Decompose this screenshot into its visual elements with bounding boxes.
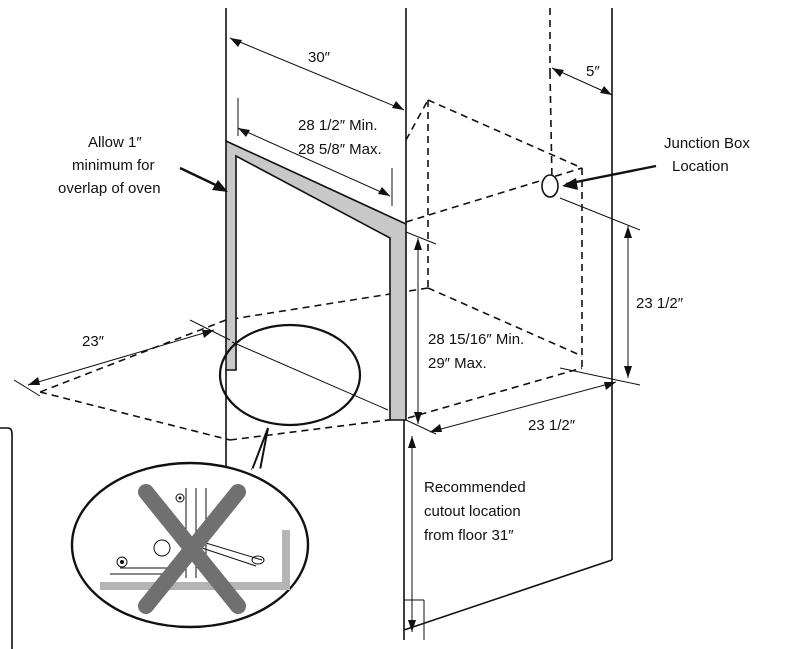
- magnifier-circle: [218, 323, 389, 427]
- dimension-floor-height: Recommended cutout location from floor 3…: [408, 436, 526, 632]
- height-23-5-label: 23 1/2″: [636, 295, 684, 312]
- depth-23-label: 23″: [82, 333, 105, 350]
- dimension-23-5-bottom: 23 1/2″: [429, 381, 617, 434]
- depth-5-label: 5″: [586, 63, 600, 80]
- floor-label-line3: from floor 31″: [424, 527, 514, 544]
- floor-label-line1: Recommended: [424, 479, 526, 496]
- dimension-5: 5″: [551, 63, 613, 96]
- dimension-23-depth: 23″: [13, 319, 231, 397]
- oven-box-dashed: [39, 8, 583, 441]
- overlap-label-line3: overlap of oven: [58, 180, 161, 197]
- floor-label-line2: cutout location: [424, 503, 521, 520]
- cutout-width-max-label: 28 5/8″ Max.: [298, 141, 382, 158]
- dimension-23-5-vertical: 23 1/2″: [559, 197, 684, 386]
- overlap-label-line1: Allow 1″: [88, 134, 142, 151]
- oven-trim-frame: [225, 139, 407, 421]
- cabinet-outline: [225, 8, 613, 640]
- overlap-label-line2: minimum for: [72, 157, 155, 174]
- junction-box: Junction Box Location: [541, 135, 750, 198]
- junction-box-label-line2: Location: [672, 158, 729, 175]
- width-30-label: 30″: [308, 49, 331, 66]
- cutout-width-min-label: 28 1/2″ Min.: [298, 117, 378, 134]
- cutout-height-max-label: 29″ Max.: [428, 355, 487, 372]
- junction-box-label-line1: Junction Box: [664, 135, 750, 152]
- incorrect-detail-callout: [70, 427, 310, 629]
- dimension-cutout-height: 28 15/16″ Min. 29″ Max.: [405, 231, 524, 435]
- overlap-callout: Allow 1″ minimum for overlap of oven: [58, 134, 228, 197]
- depth-23-5-bottom-label: 23 1/2″: [528, 417, 576, 434]
- junction-box-icon: [541, 174, 559, 198]
- cutout-height-min-label: 28 15/16″ Min.: [428, 331, 524, 348]
- side-panel-border: [0, 427, 13, 649]
- incorrect-x-icon: [138, 484, 246, 614]
- dimension-30: 30″: [229, 37, 405, 111]
- dimension-cutout-width: 28 1/2″ Min. 28 5/8″ Max.: [237, 98, 393, 206]
